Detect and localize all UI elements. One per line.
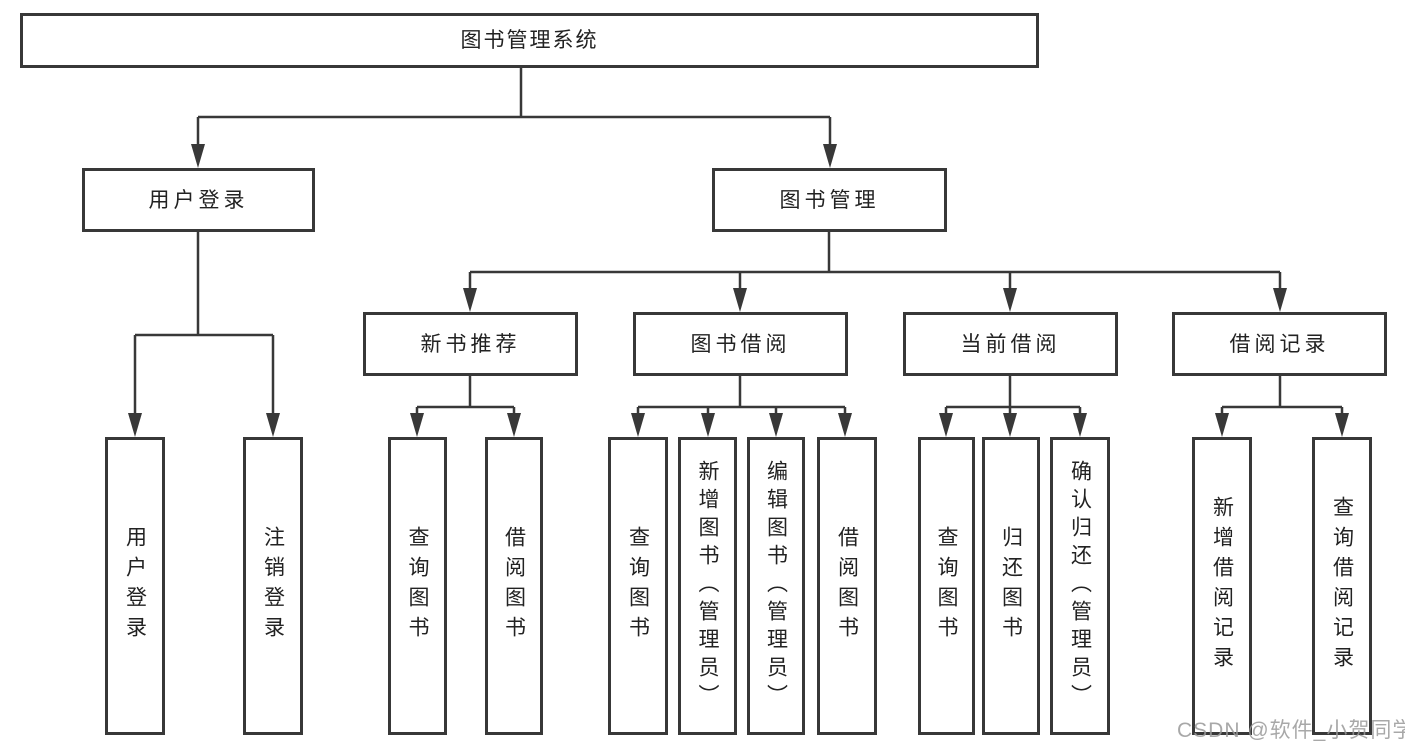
node-label: 查询图书 (626, 526, 650, 646)
leaf-confirm-return-admin: 确认归还（管理员） (1050, 437, 1110, 735)
node-root-system: 图书管理系统 (20, 13, 1039, 68)
leaf-add-borrow-record: 新增借阅记录 (1192, 437, 1252, 735)
node-label: 图书管理系统 (460, 29, 599, 52)
leaf-query-books-current: 查询图书 (918, 437, 975, 735)
node-label: 图书借阅 (690, 332, 791, 356)
leaf-query-books-borrow: 查询图书 (608, 437, 668, 735)
node-label: 查询借阅记录 (1330, 496, 1354, 676)
node-label: 当前借阅 (960, 332, 1061, 356)
node-user-login: 用户登录 (82, 168, 315, 232)
node-label: 借阅记录 (1229, 332, 1330, 356)
node-label: 用户登录 (148, 188, 249, 212)
leaf-add-book-admin: 新增图书（管理员） (678, 437, 737, 735)
node-label: 查询图书 (935, 526, 958, 646)
csdn-watermark: CSDN @软件_小贺同学 (1177, 719, 1405, 742)
node-new-book-recommend: 新书推荐 (363, 312, 578, 376)
node-label: 借阅图书 (835, 526, 859, 646)
leaf-query-borrow-record: 查询借阅记录 (1312, 437, 1372, 735)
node-book-borrow: 图书借阅 (633, 312, 848, 376)
node-label: 借阅图书 (502, 526, 526, 646)
node-label: 注销登录 (261, 526, 285, 646)
node-label: 新增借阅记录 (1210, 496, 1234, 676)
arrowhead-icons (128, 144, 1349, 437)
leaf-borrow-books-recommend: 借阅图书 (485, 437, 543, 735)
node-borrow-records: 借阅记录 (1172, 312, 1387, 376)
leaf-edit-book-admin: 编辑图书（管理员） (747, 437, 805, 735)
node-label: 编辑图书（管理员） (764, 460, 788, 712)
leaf-user-login: 用户登录 (105, 437, 165, 735)
node-label: 图书管理 (779, 188, 880, 212)
node-book-management: 图书管理 (712, 168, 947, 232)
node-label: 确认归还（管理员） (1068, 460, 1092, 712)
node-label: 查询图书 (406, 526, 429, 646)
node-label: 归还图书 (999, 526, 1023, 646)
node-label: 用户登录 (123, 526, 147, 646)
node-label: 新增图书（管理员） (696, 460, 719, 712)
leaf-borrow-books: 借阅图书 (817, 437, 877, 735)
node-current-borrow: 当前借阅 (903, 312, 1118, 376)
leaf-logout: 注销登录 (243, 437, 303, 735)
leaf-query-books-recommend: 查询图书 (388, 437, 447, 735)
leaf-return-book: 归还图书 (982, 437, 1040, 735)
node-label: 新书推荐 (420, 332, 521, 356)
